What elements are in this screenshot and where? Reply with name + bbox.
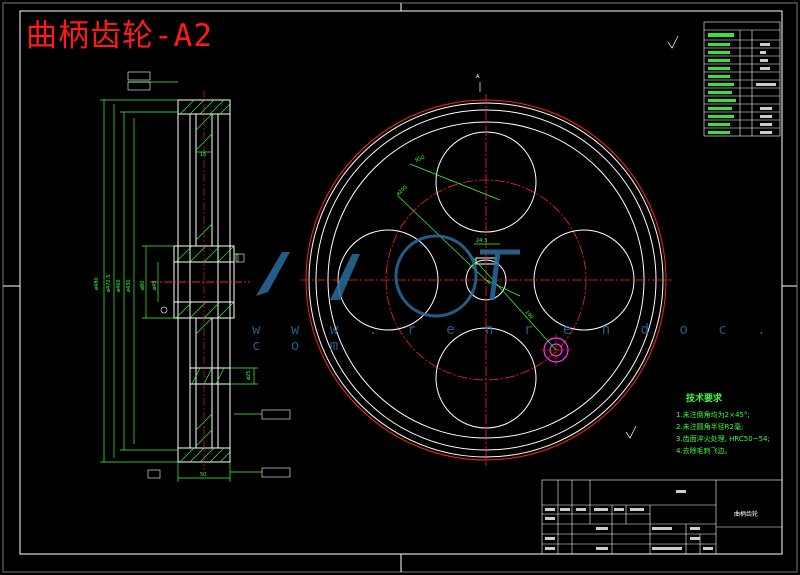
svg-text:A: A xyxy=(476,74,480,80)
svg-text:100: 100 xyxy=(524,309,535,320)
title-block-part-name: 曲柄齿轮 xyxy=(734,511,759,518)
watermark-logo xyxy=(256,234,520,318)
svg-text:ø430: ø430 xyxy=(126,279,132,292)
svg-text:ø80: ø80 xyxy=(140,281,146,290)
centering-marks xyxy=(3,3,797,572)
tech-item-2: 2.未注圆角半径R2毫; xyxy=(676,423,744,431)
svg-text:ø480: ø480 xyxy=(94,277,100,290)
svg-text:R50: R50 xyxy=(415,155,426,164)
svg-text:ø200: ø200 xyxy=(395,185,408,198)
watermark-url: w w w . r e n r e n d o c . c o m xyxy=(252,322,777,354)
tech-item-3: 3.齿面淬火处理, HRC50~54; xyxy=(676,435,770,443)
section-view: ø480 ø472.5 ø460 ø430 ø80 ø45 16 50 ø25 xyxy=(94,71,291,482)
tech-item-4: 4.去除毛刺飞边。 xyxy=(676,447,732,455)
tech-heading: 技术要求 xyxy=(686,394,723,404)
drawing-title: 曲柄齿轮-A2 xyxy=(26,18,213,54)
title-block xyxy=(541,479,783,555)
svg-text:50: 50 xyxy=(200,472,206,478)
svg-text:ø472.5: ø472.5 xyxy=(106,275,112,292)
tech-item-1: 1.未注倒角均为2×45°; xyxy=(676,411,750,419)
technical-requirements: 技术要求 1.未注倒角均为2×45°; 2.未注圆角半径R2毫; 3.齿面淬火处… xyxy=(676,393,770,457)
gear-parameter-table xyxy=(703,21,781,137)
svg-text:24.3: 24.3 xyxy=(476,238,487,244)
svg-text:ø45: ø45 xyxy=(152,281,158,290)
svg-text:ø460: ø460 xyxy=(116,279,122,292)
svg-text:16: 16 xyxy=(200,152,206,158)
svg-text:ø25: ø25 xyxy=(246,371,252,380)
